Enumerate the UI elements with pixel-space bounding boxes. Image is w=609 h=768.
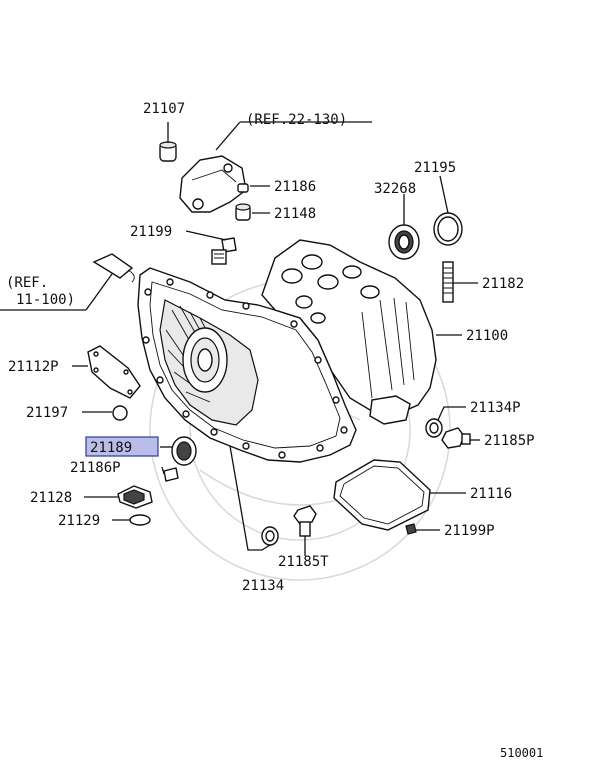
plug-21185T[interactable] [293,505,317,537]
label-21186[interactable]: 21186 [274,179,316,195]
label-21199P[interactable]: 21199P [444,523,495,539]
label-21107[interactable]: 21107 [143,101,185,117]
plug-21185P[interactable] [441,427,471,449]
label-21189-highlight [85,436,159,457]
pin-21186P[interactable] [163,467,179,482]
label-21185T[interactable]: 21185T [278,554,329,570]
harness-clip-ref-11-100[interactable] [92,253,135,283]
label-32268[interactable]: 32268 [374,181,416,197]
label-21186P[interactable]: 21186P [70,460,121,476]
label-21116[interactable]: 21116 [470,486,512,502]
label-21148[interactable]: 21148 [274,206,316,222]
label-ref-11-100-b[interactable]: 11-100) [16,292,75,308]
label-21128[interactable]: 21128 [30,490,72,506]
oil-seal-32268[interactable] [388,224,420,260]
label-21134[interactable]: 21134 [242,578,284,594]
label-21112P[interactable]: 21112P [8,359,59,375]
bolt-21199P[interactable] [405,523,417,535]
label-21129[interactable]: 21129 [58,513,100,529]
label-21197[interactable]: 21197 [26,405,68,421]
cover-21112P[interactable] [87,345,141,399]
label-ref-22-130[interactable]: (REF.22-130) [246,112,347,128]
transmission-case-21100[interactable] [137,239,437,463]
gasket-21134P[interactable] [425,418,443,438]
label-21185P[interactable]: 21185P [484,433,535,449]
bracket-21128[interactable] [117,485,153,509]
bushing-21148[interactable] [235,203,251,221]
label-21199[interactable]: 21199 [130,224,172,240]
diagram-id: 510001 [500,746,543,760]
plug-21107[interactable] [159,141,177,162]
bolt-21199[interactable] [211,237,237,265]
gasket-21116[interactable] [333,459,431,531]
pin-21186[interactable] [237,183,249,193]
plug-21197[interactable] [112,405,128,421]
label-21134P[interactable]: 21134P [470,400,521,416]
leader-lines [0,121,480,556]
gasket-21134[interactable] [261,526,279,546]
part-labels: 21107 (REF.22-130) 21186 21148 21199 211… [6,101,543,760]
cap-21129[interactable] [129,514,151,526]
label-ref-11-100-a[interactable]: (REF. [6,275,48,291]
stud-21182[interactable] [442,261,454,303]
label-21100[interactable]: 21100 [466,328,508,344]
label-21189[interactable]: 21189 [90,440,132,456]
label-21195[interactable]: 21195 [414,160,456,176]
label-21182[interactable]: 21182 [482,276,524,292]
seal-21195[interactable] [433,212,463,246]
shift-bracket-ref-22-130[interactable] [179,155,247,213]
oil-seal-21189[interactable] [171,436,197,466]
